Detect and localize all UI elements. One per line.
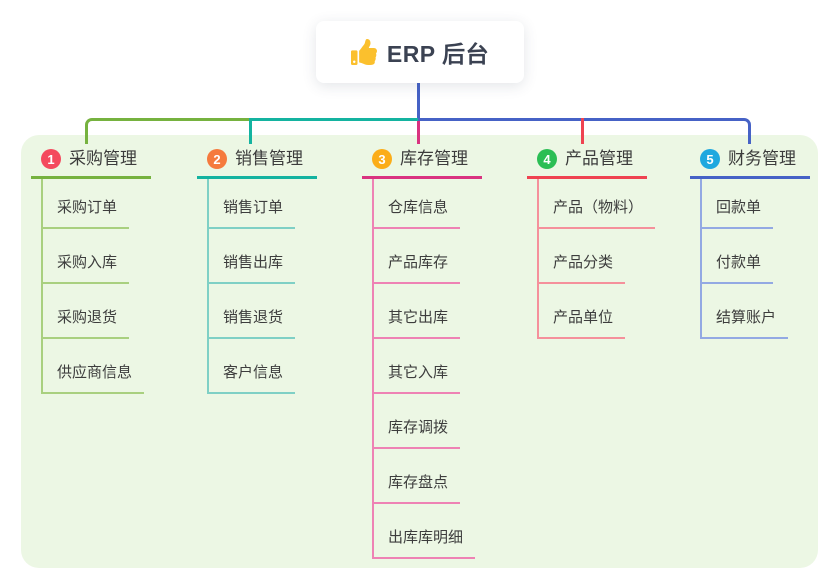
sub-node[interactable]: 客户信息 bbox=[207, 363, 296, 394]
branch-column-line bbox=[207, 179, 209, 394]
sub-node[interactable]: 采购入库 bbox=[41, 253, 130, 284]
branch-node-4[interactable]: 4 产品管理 bbox=[527, 148, 647, 179]
sub-node[interactable]: 库存调拨 bbox=[372, 418, 461, 449]
branch-column-line bbox=[372, 179, 374, 559]
connector-elbow-branch5 bbox=[418, 118, 751, 144]
sub-node[interactable]: 销售退货 bbox=[207, 308, 296, 339]
connector-elbow-branch2 bbox=[249, 118, 418, 144]
mindmap-background-panel bbox=[21, 135, 818, 568]
branch-title: 财务管理 bbox=[728, 149, 796, 168]
sub-node[interactable]: 产品库存 bbox=[372, 253, 461, 284]
sub-node[interactable]: 库存盘点 bbox=[372, 473, 461, 504]
branch-title: 库存管理 bbox=[400, 149, 468, 168]
connector-elbow-branch1 bbox=[85, 118, 252, 144]
root-stem-line bbox=[417, 82, 420, 121]
branch-column-line bbox=[537, 179, 539, 339]
sub-node[interactable]: 其它出库 bbox=[372, 308, 461, 339]
sub-node[interactable]: 采购订单 bbox=[41, 198, 130, 229]
branch-title: 产品管理 bbox=[565, 149, 633, 168]
sub-node[interactable]: 采购退货 bbox=[41, 308, 130, 339]
branch-number-badge: 3 bbox=[372, 149, 392, 169]
sub-node[interactable]: 其它入库 bbox=[372, 363, 461, 394]
branch-node-3[interactable]: 3 库存管理 bbox=[362, 148, 482, 179]
sub-node[interactable]: 结算账户 bbox=[700, 308, 789, 339]
branch-title: 销售管理 bbox=[235, 149, 303, 168]
sub-node[interactable]: 销售订单 bbox=[207, 198, 296, 229]
branch-number-badge: 4 bbox=[537, 149, 557, 169]
sub-node[interactable]: 出库库明细 bbox=[372, 528, 476, 559]
root-node[interactable]: ERP 后台 bbox=[316, 21, 524, 83]
sub-node[interactable]: 销售出库 bbox=[207, 253, 296, 284]
sub-node[interactable]: 产品分类 bbox=[537, 253, 626, 284]
branch-number-badge: 2 bbox=[207, 149, 227, 169]
thumbs-up-icon bbox=[350, 39, 377, 65]
sub-node[interactable]: 产品（物料） bbox=[537, 198, 656, 229]
branch-title: 采购管理 bbox=[69, 149, 137, 168]
root-title: ERP 后台 bbox=[386, 41, 490, 67]
branch-node-2[interactable]: 2 销售管理 bbox=[197, 148, 317, 179]
connector-drop-branch4 bbox=[581, 118, 584, 144]
branch-node-1[interactable]: 1 采购管理 bbox=[31, 148, 151, 179]
sub-node[interactable]: 产品单位 bbox=[537, 308, 626, 339]
connector-drop-branch3 bbox=[417, 121, 420, 144]
branch-number-badge: 1 bbox=[41, 149, 61, 169]
sub-node[interactable]: 付款单 bbox=[700, 253, 774, 284]
sub-node[interactable]: 供应商信息 bbox=[41, 363, 145, 394]
branch-number-badge: 5 bbox=[700, 149, 720, 169]
branch-column-line bbox=[700, 179, 702, 339]
sub-node[interactable]: 回款单 bbox=[700, 198, 774, 229]
branch-column-line bbox=[41, 179, 43, 394]
sub-node[interactable]: 仓库信息 bbox=[372, 198, 461, 229]
branch-node-5[interactable]: 5 财务管理 bbox=[690, 148, 810, 179]
